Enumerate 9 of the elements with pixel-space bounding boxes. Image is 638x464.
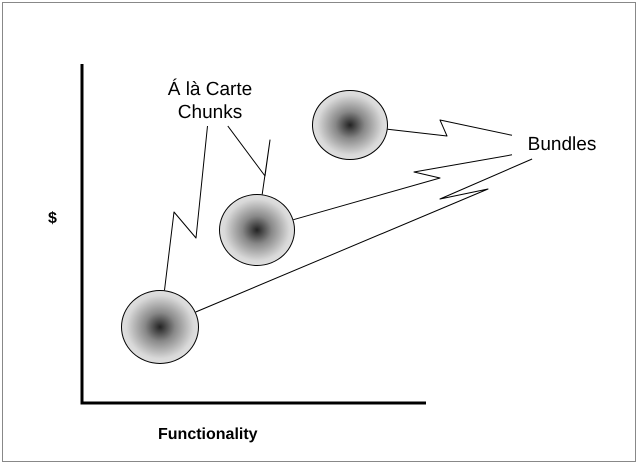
- leader-line: [292, 154, 512, 220]
- text-label: Bundles: [512, 133, 612, 156]
- axis-label: $: [48, 210, 57, 228]
- leader-line: [164, 126, 208, 291]
- leader-line: [227, 126, 270, 195]
- axis-label: Functionality: [158, 426, 258, 444]
- leader-line: [387, 120, 512, 136]
- text-label: Á là Carte Chunks: [148, 78, 272, 124]
- leader-line: [195, 158, 533, 312]
